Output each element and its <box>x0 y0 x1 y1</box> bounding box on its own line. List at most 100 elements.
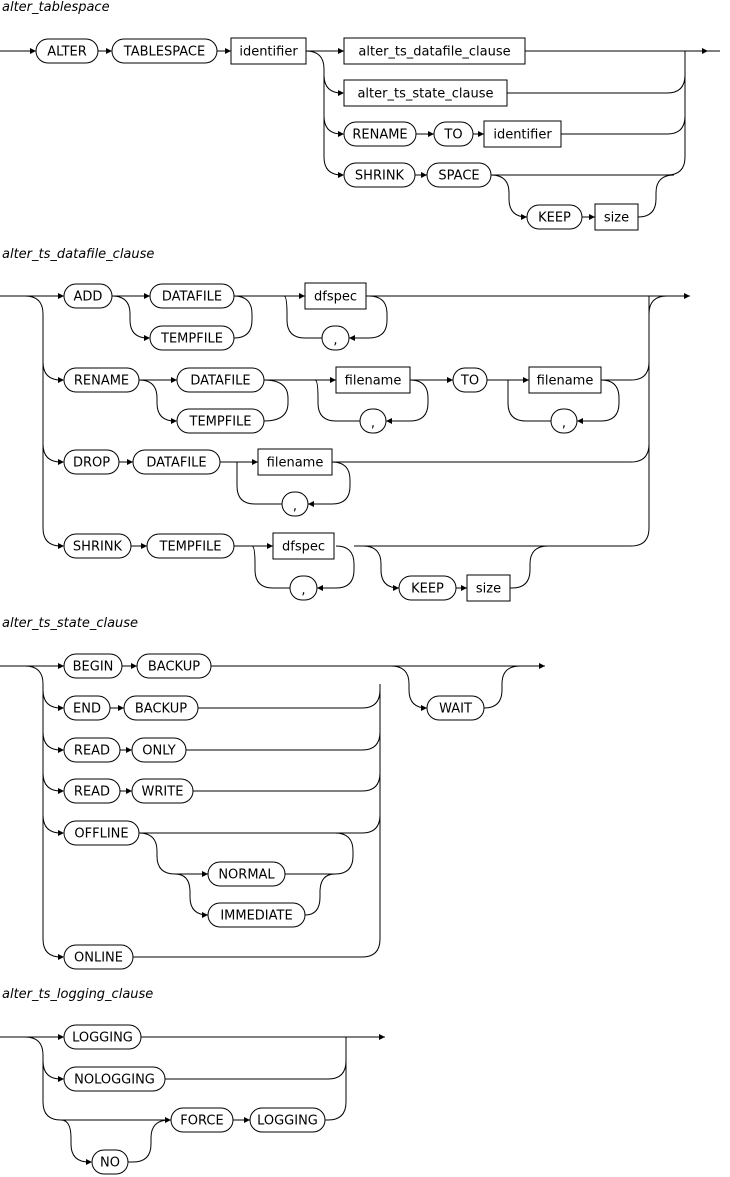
keyword-wait: WAIT <box>426 695 485 721</box>
svg-text:NOLOGGING: NOLOGGING <box>74 1073 155 1088</box>
svg-text:ONLY: ONLY <box>142 744 175 759</box>
svg-text:IMMEDIATE: IMMEDIATE <box>220 909 292 924</box>
svg-text:dfspec: dfspec <box>314 290 357 305</box>
svg-text:dfspec: dfspec <box>282 540 325 555</box>
keyword-write: WRITE <box>131 778 194 804</box>
keyword-tempfile-2: TEMPFILE <box>176 408 265 434</box>
diagram-alter-tablespace: alter_tablespace ALTER TABLESPACE identi… <box>0 0 720 231</box>
svg-text:WRITE: WRITE <box>142 785 184 800</box>
svg-text:READ: READ <box>74 744 110 759</box>
svg-text:alter_ts_state_clause: alter_ts_state_clause <box>357 87 493 102</box>
svg-text:RENAME: RENAME <box>352 128 407 143</box>
svg-text:LOGGING: LOGGING <box>257 1114 318 1129</box>
diagram-alter-ts-logging-clause: alter_ts_logging_clause LOGGING NOLOGGIN… <box>0 987 385 1175</box>
nonterminal-filename: filename <box>335 366 411 394</box>
svg-text:,: , <box>562 416 566 431</box>
separator-comma-3: , <box>550 408 578 434</box>
svg-text:KEEP: KEEP <box>411 582 444 597</box>
svg-text:SHRINK: SHRINK <box>355 169 405 184</box>
nonterminal-size: size <box>594 203 639 231</box>
svg-text:LOGGING: LOGGING <box>72 1031 133 1046</box>
keyword-to: TO <box>433 121 474 147</box>
svg-text:,: , <box>301 583 305 598</box>
keyword-keep: KEEP <box>398 575 457 601</box>
svg-text:OFFLINE: OFFLINE <box>74 827 128 842</box>
keyword-shrink: SHRINK <box>63 533 132 559</box>
svg-text:FORCE: FORCE <box>180 1114 223 1129</box>
separator-comma-2: , <box>359 408 387 434</box>
svg-text:size: size <box>476 582 501 597</box>
keyword-tablespace: TABLESPACE <box>111 38 218 64</box>
svg-text:SHRINK: SHRINK <box>73 540 123 555</box>
svg-text:BEGIN: BEGIN <box>73 660 114 675</box>
svg-text:DATAFILE: DATAFILE <box>190 374 250 389</box>
keyword-immediate: IMMEDIATE <box>207 902 306 928</box>
keyword-rename: RENAME <box>63 367 140 393</box>
svg-text:DROP: DROP <box>73 456 110 471</box>
diagram-title: alter_ts_logging_clause <box>2 987 153 1002</box>
svg-text:TO: TO <box>443 128 462 143</box>
keyword-logging-2: LOGGING <box>249 1107 326 1133</box>
keyword-add: ADD <box>63 283 113 309</box>
nonterminal-identifier: identifier <box>230 37 307 65</box>
keyword-alter: ALTER <box>35 38 99 64</box>
diagram-alter-ts-datafile-clause: alter_ts_datafile_clause ADD DATAFILE TE… <box>0 247 690 602</box>
diagram-alter-ts-state-clause: alter_ts_state_clause BEGIN BACKUP END B… <box>0 616 545 970</box>
svg-text:ONLINE: ONLINE <box>74 951 123 966</box>
svg-text:TEMPFILE: TEMPFILE <box>189 415 252 430</box>
diagram-title: alter_tablespace <box>2 0 110 15</box>
svg-text:SPACE: SPACE <box>438 169 479 184</box>
svg-text:READ: READ <box>74 785 110 800</box>
keyword-read: READ <box>63 737 121 763</box>
svg-text:,: , <box>293 499 297 514</box>
diagram-title: alter_ts_datafile_clause <box>2 247 154 262</box>
keyword-space: SPACE <box>426 162 492 188</box>
keyword-rename: RENAME <box>343 121 417 147</box>
keyword-begin: BEGIN <box>63 653 123 679</box>
keyword-read-2: READ <box>63 778 121 804</box>
svg-text:TEMPFILE: TEMPFILE <box>160 332 223 347</box>
svg-text:filename: filename <box>267 456 324 471</box>
keyword-tempfile-3: TEMPFILE <box>146 533 235 559</box>
keyword-tempfile: TEMPFILE <box>149 325 235 351</box>
nonterminal-identifier-2: identifier <box>483 120 562 148</box>
nonterminal-dfspec: dfspec <box>304 282 367 310</box>
svg-text:TEMPFILE: TEMPFILE <box>159 540 222 555</box>
keyword-to: TO <box>452 367 488 393</box>
keyword-nologging: NOLOGGING <box>63 1066 166 1092</box>
nonterminal-alter-ts-state-clause: alter_ts_state_clause <box>343 79 508 107</box>
svg-text:identifier: identifier <box>239 45 298 60</box>
keyword-backup: BACKUP <box>136 653 212 679</box>
keyword-datafile: DATAFILE <box>149 283 235 309</box>
keyword-only: ONLY <box>131 737 187 763</box>
separator-comma-5: , <box>289 575 318 601</box>
keyword-offline: OFFLINE <box>63 820 140 846</box>
keyword-datafile-2: DATAFILE <box>176 367 265 393</box>
svg-text:KEEP: KEEP <box>538 211 571 226</box>
nonterminal-alter-ts-datafile-clause: alter_ts_datafile_clause <box>343 37 526 65</box>
keyword-force: FORCE <box>170 1107 234 1133</box>
svg-text:identifier: identifier <box>493 128 552 143</box>
keyword-normal: NORMAL <box>207 861 286 887</box>
svg-text:alter_ts_datafile_clause: alter_ts_datafile_clause <box>358 45 510 60</box>
keyword-keep: KEEP <box>526 204 583 230</box>
svg-text:TABLESPACE: TABLESPACE <box>123 45 205 60</box>
keyword-drop: DROP <box>63 449 120 475</box>
svg-text:BACKUP: BACKUP <box>135 702 187 717</box>
svg-text:RENAME: RENAME <box>74 374 129 389</box>
svg-text:size: size <box>604 211 629 226</box>
keyword-online: ONLINE <box>63 944 134 970</box>
separator-comma-4: , <box>281 491 309 517</box>
keyword-backup-2: BACKUP <box>123 695 199 721</box>
keyword-datafile-3: DATAFILE <box>132 449 221 475</box>
svg-text:BACKUP: BACKUP <box>148 660 200 675</box>
keyword-end: END <box>63 695 111 721</box>
svg-text:,: , <box>333 333 337 348</box>
nonterminal-filename-3: filename <box>257 448 333 476</box>
keyword-no: NO <box>91 1149 129 1175</box>
svg-text:,: , <box>371 416 375 431</box>
svg-text:TO: TO <box>460 374 479 389</box>
svg-text:END: END <box>73 702 101 717</box>
svg-text:WAIT: WAIT <box>439 702 472 717</box>
